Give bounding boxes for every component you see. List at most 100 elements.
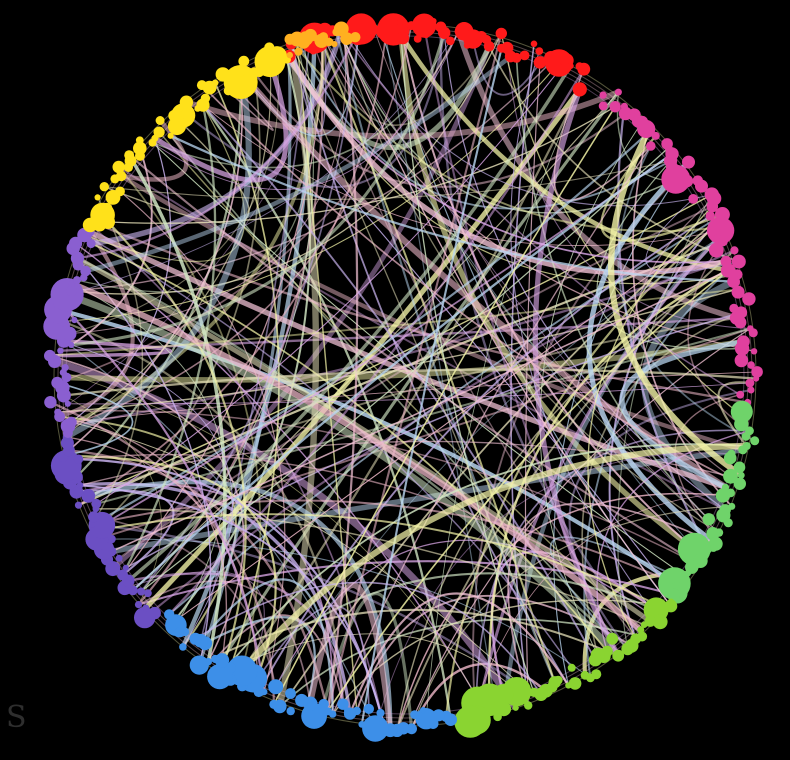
network-node-yellow-green (568, 664, 576, 672)
network-node-blue (295, 694, 308, 707)
network-node-yellow (154, 127, 165, 138)
network-node-yellow (238, 56, 249, 67)
network-node-green (750, 436, 759, 445)
network-node-red (535, 47, 543, 55)
network-node-green (703, 513, 715, 525)
network-node-magenta (615, 89, 622, 96)
network-node-yellow (181, 109, 192, 120)
network-node-magenta (735, 341, 749, 355)
network-node-purple (71, 317, 77, 323)
network-node-yellow-green (454, 706, 486, 738)
network-node-orange (294, 48, 302, 56)
network-node-indigo (81, 489, 95, 503)
network-node-yellow-green (565, 682, 571, 688)
network-node-blue (415, 708, 436, 729)
network-node-purple (62, 364, 69, 371)
network-node-red (397, 19, 404, 26)
network-node-yellow-green (581, 671, 590, 680)
network-node-orange (287, 52, 293, 58)
network-node-magenta (730, 246, 738, 254)
network-node-orange (331, 41, 337, 47)
network-node-magenta (745, 379, 754, 388)
network-node-red (430, 18, 436, 24)
network-node-blue (268, 679, 283, 694)
network-edge (186, 92, 618, 136)
network-node-blue (362, 715, 388, 741)
network-node-yellow (267, 46, 287, 66)
network-node-red (577, 63, 590, 76)
network-node-red (568, 63, 574, 69)
network-node-yellow (95, 194, 101, 200)
network-node-magenta (644, 130, 651, 137)
network-node-blue (364, 704, 374, 714)
network-node-magenta (749, 328, 758, 337)
network-node-magenta (751, 348, 757, 354)
network-node-purple (54, 409, 61, 416)
network-node-magenta (599, 91, 606, 98)
network-node-green (738, 445, 747, 454)
network-node-yellow (124, 150, 134, 160)
network-node-yellow (156, 116, 165, 125)
network-node-blue (358, 721, 365, 728)
network-node-yellow (101, 203, 112, 214)
network-node-magenta (681, 175, 694, 188)
network-node-indigo (142, 605, 149, 612)
network-node-magenta (682, 156, 695, 169)
network-node-indigo (116, 555, 123, 562)
network-node-magenta (736, 391, 744, 399)
network-node-indigo (144, 589, 152, 597)
network-node-red (484, 41, 495, 52)
network-node-blue (179, 643, 187, 651)
network-node-red (573, 82, 587, 96)
network-node-blue (287, 707, 295, 715)
network-node-yellow-green (513, 705, 519, 711)
network-node-purple (57, 348, 63, 354)
network-node-green (734, 478, 746, 490)
network-node-yellow (201, 94, 210, 103)
network-node-yellow-green (612, 650, 624, 662)
network-node-yellow (113, 161, 125, 173)
network-node-green (724, 452, 737, 465)
network-node-indigo (75, 502, 82, 509)
network-node-red (397, 32, 409, 44)
network-node-blue (420, 707, 426, 713)
network-node-blue (207, 664, 232, 689)
network-node-red (496, 28, 507, 39)
network-node-indigo (123, 565, 129, 571)
network-node-purple (44, 350, 56, 362)
network-node-yellow (237, 68, 245, 76)
network-node-blue (410, 710, 419, 719)
network-node-red (446, 37, 455, 46)
network-node-magenta (688, 194, 698, 204)
network-node-magenta (742, 292, 755, 305)
network-node-blue (164, 609, 174, 619)
network-node-green (716, 488, 730, 502)
network-node-magenta (734, 316, 746, 328)
network-node-purple (44, 396, 56, 408)
network-node-blue (211, 655, 219, 663)
network-node-red (531, 41, 538, 48)
network-node-yellow (212, 80, 219, 87)
network-node-magenta (652, 132, 660, 140)
network-node-magenta (753, 376, 759, 382)
network-node-magenta (709, 243, 724, 258)
network-node-yellow-green (606, 633, 618, 645)
network-node-magenta (599, 101, 608, 110)
network-node-red (366, 34, 372, 40)
network-node-magenta (735, 354, 749, 368)
network-node-yellow (136, 136, 144, 144)
network-node-blue (285, 688, 296, 699)
network-node-indigo (135, 601, 142, 608)
network-node-yellow (100, 182, 109, 191)
network-node-purple (66, 417, 77, 428)
network-node-magenta (748, 387, 755, 394)
network-node-blue (190, 656, 209, 675)
network-node-purple (66, 285, 77, 296)
network-node-red (423, 32, 430, 39)
network-node-indigo (88, 511, 99, 522)
watermark-logo: S (6, 700, 27, 735)
network-node-blue (269, 700, 278, 709)
network-node-red (520, 51, 530, 61)
